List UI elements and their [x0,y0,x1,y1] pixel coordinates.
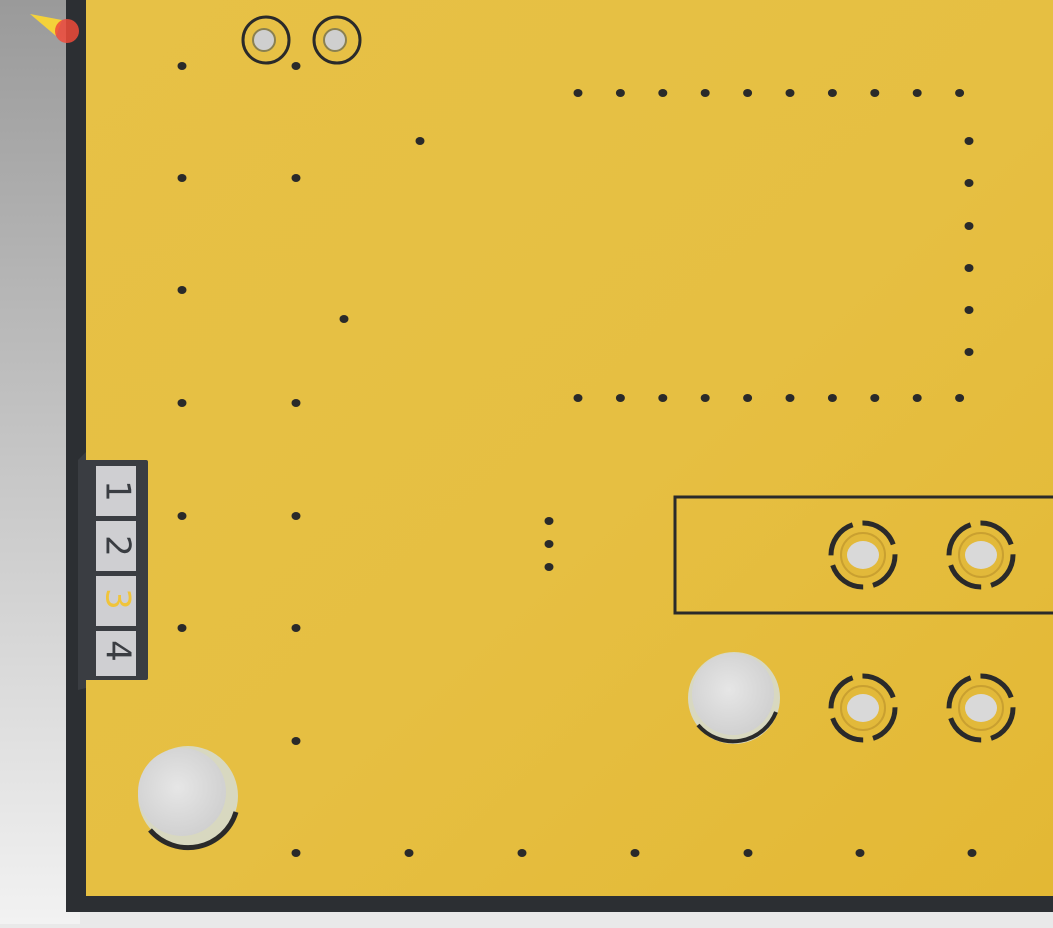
pin-label-3: 3 [98,588,138,610]
via-dot [630,849,640,857]
via-dot [912,89,922,97]
via-dot [415,137,425,145]
via-dot [544,517,554,525]
via-dot [291,849,301,857]
via-dot [743,394,753,402]
via-dot [291,399,301,407]
via-dot [177,62,187,70]
via-dot [177,399,187,407]
via-dot [964,179,974,187]
via-dot [404,849,414,857]
pad-hole [965,541,997,569]
pin-label-1: 1 [98,480,138,502]
via-dot [870,394,880,402]
via-dot [785,394,795,402]
via-dot [827,394,837,402]
via-dot [517,849,527,857]
via-dot [291,62,301,70]
via-dot [870,89,880,97]
via-dot [964,222,974,230]
pcb-board [66,0,1053,912]
via-dot [615,89,625,97]
top-vias [241,15,362,65]
via-dot [827,89,837,97]
board-surface [86,0,1053,896]
via-dot [955,89,965,97]
via-dot [700,89,710,97]
origin-marker-icon [30,14,79,43]
via-dot [177,624,187,632]
via-dot [291,174,301,182]
via-dot [177,512,187,520]
via-dot [955,394,965,402]
via-dot [785,89,795,97]
via-dot [658,89,668,97]
pad-ring [828,520,898,590]
via-dot [573,89,583,97]
via-dots [177,62,977,857]
pad-ring [828,673,898,743]
via-dot [964,264,974,272]
via-dot [743,849,753,857]
pad-hole [847,694,879,722]
via-dot [700,394,710,402]
pin-header[interactable]: 1 2 3 4 [78,452,148,690]
via-dot [544,540,554,548]
via-dot [291,737,301,745]
pad-hole [847,541,879,569]
via-dot [912,394,922,402]
pin-label-4: 4 [98,640,138,662]
via-dot [544,563,554,571]
mounting-holes [138,652,780,851]
via-dot [743,89,753,97]
via-dot [658,394,668,402]
via-dot [855,849,865,857]
pin-label-2: 2 [98,535,138,557]
component-outline [673,495,1053,615]
via-dot [964,348,974,356]
via-dot [177,174,187,182]
through-hole-pads [828,520,1016,743]
via-dot [615,394,625,402]
via-dot [964,306,974,314]
via-dot [964,137,974,145]
via-dot [967,849,977,857]
via-dot [573,394,583,402]
via-dot [291,624,301,632]
via-dot [339,315,349,323]
via-dot [291,512,301,520]
pad-ring [946,673,1016,743]
via-dot [177,286,187,294]
pad-ring [946,520,1016,590]
pad-hole [965,694,997,722]
